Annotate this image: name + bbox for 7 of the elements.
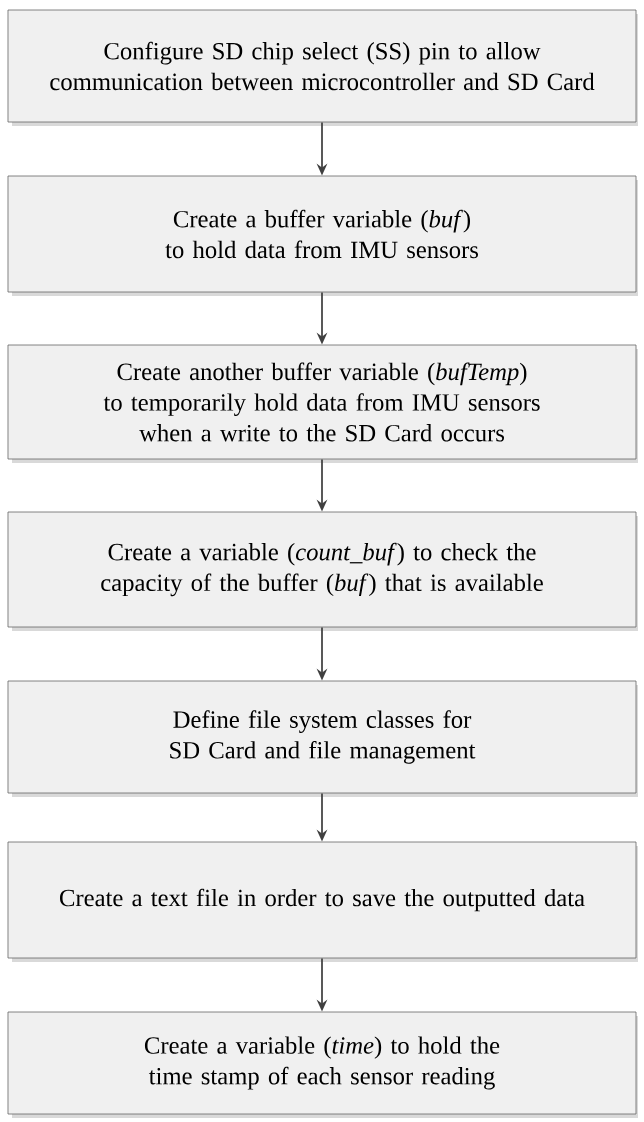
- process-box: Configure SD chip select (SS) pin to allow communication between microcontroller and SD Card: [7, 9, 638, 126]
- process-box: Define file system classes for SD Card and file management: [7, 680, 638, 797]
- process-box: Create a variable (count_buf) to check the capacity of the buffer (buf) that is available: [7, 511, 638, 631]
- process-box: Create a text file in order to save the outputted data: [7, 841, 638, 962]
- process-box: Create a variable (time) to hold the time stamp of each sensor reading: [7, 1011, 638, 1118]
- process-box: Create another buffer variable (bufTemp) to temporarily hold data from IMU sensors when a write to the SD Card occurs: [7, 344, 638, 463]
- process-box: Create a buffer variable (buf) to hold data from IMU sensors: [7, 175, 638, 296]
